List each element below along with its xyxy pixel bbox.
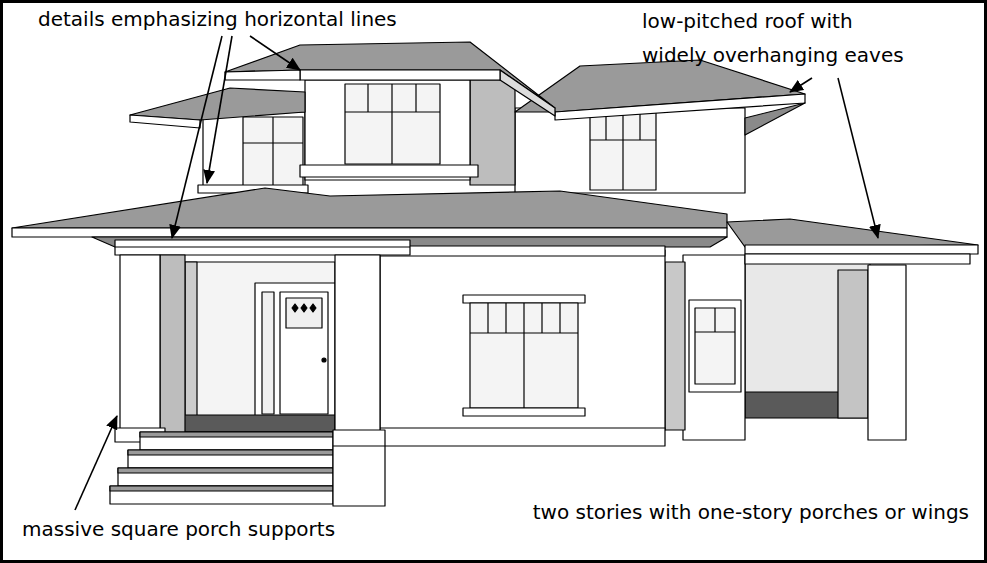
step-tread bbox=[128, 450, 333, 455]
roof-fascia bbox=[12, 228, 727, 237]
carport-post bbox=[868, 265, 906, 440]
callout-label: two stories with one-story porches or wi… bbox=[533, 495, 969, 529]
upper-window bbox=[345, 84, 440, 164]
window-mullion bbox=[391, 84, 392, 164]
porch-column bbox=[335, 255, 380, 433]
door-ornament bbox=[292, 304, 298, 312]
window-sill bbox=[463, 408, 585, 416]
window-muntin bbox=[639, 112, 640, 140]
wing-window-trim bbox=[689, 300, 741, 392]
step bbox=[128, 450, 333, 468]
leader-arrow bbox=[250, 36, 300, 70]
frieze-line bbox=[115, 246, 410, 247]
door-knob bbox=[322, 358, 326, 362]
window-muntin bbox=[559, 303, 560, 333]
leader-arrow bbox=[790, 78, 812, 92]
window-muntin bbox=[345, 111, 440, 112]
ground-window bbox=[470, 303, 578, 408]
main-wall bbox=[380, 250, 665, 430]
step bbox=[140, 432, 333, 450]
callout-label: massive square porch supports bbox=[22, 512, 335, 546]
door-ornament bbox=[310, 304, 316, 312]
leader-arrow bbox=[838, 78, 878, 238]
leader-arrow bbox=[172, 36, 222, 238]
wing-roof bbox=[727, 219, 978, 247]
wing-frieze bbox=[745, 254, 970, 264]
door-glass bbox=[286, 298, 322, 328]
wing-window bbox=[695, 308, 735, 384]
water-table bbox=[380, 428, 665, 446]
plinth-line bbox=[333, 445, 385, 446]
roof-fascia bbox=[745, 245, 978, 254]
window-head bbox=[463, 295, 585, 303]
porch-wall bbox=[185, 262, 335, 417]
carport-post-side bbox=[838, 270, 868, 418]
step-tread bbox=[140, 432, 333, 437]
sidelight bbox=[262, 292, 274, 414]
porch-shadow bbox=[185, 262, 197, 417]
window-mullion bbox=[622, 112, 623, 190]
porch-column bbox=[120, 255, 160, 433]
step-tread bbox=[118, 468, 333, 473]
leader-arrow bbox=[207, 36, 232, 183]
roof-fascia bbox=[225, 70, 300, 80]
upper-wall bbox=[203, 112, 305, 192]
window-muntin bbox=[415, 84, 416, 112]
step bbox=[118, 468, 333, 486]
door-ornament bbox=[301, 304, 307, 312]
wing-wall bbox=[683, 255, 745, 440]
window-mullion bbox=[523, 303, 524, 408]
window-muntin bbox=[505, 303, 506, 333]
column-side bbox=[160, 255, 185, 433]
roof-fascia bbox=[500, 70, 555, 116]
window-muntin bbox=[541, 303, 542, 333]
step bbox=[110, 486, 333, 504]
belt-course bbox=[300, 165, 478, 177]
side-wall bbox=[665, 262, 685, 430]
frieze bbox=[380, 246, 665, 256]
upper-window bbox=[243, 117, 303, 189]
window-muntin bbox=[470, 332, 578, 333]
porch-frieze bbox=[115, 240, 410, 255]
upper-window bbox=[590, 112, 656, 190]
roof-fascia bbox=[130, 115, 200, 128]
leader-arrow bbox=[75, 416, 117, 510]
window-muntin bbox=[487, 303, 488, 333]
window-muntin bbox=[714, 308, 715, 332]
porch-roof bbox=[12, 188, 727, 228]
door bbox=[280, 292, 328, 414]
window-mullion bbox=[272, 117, 273, 189]
upper-wall bbox=[515, 108, 745, 193]
step-tread bbox=[110, 486, 333, 491]
window-muntin bbox=[367, 84, 368, 112]
callout-label: details emphasizing horizontal lines bbox=[38, 2, 397, 36]
window-muntin bbox=[243, 142, 303, 143]
door-frame bbox=[255, 283, 335, 418]
window-muntin bbox=[590, 139, 656, 140]
roof-soffit bbox=[745, 103, 805, 135]
column-plinth bbox=[333, 430, 385, 506]
callout-label: low-pitched roof with widely overhanging… bbox=[642, 4, 914, 72]
roof-fascia bbox=[300, 70, 500, 80]
upper-roof bbox=[130, 88, 305, 120]
